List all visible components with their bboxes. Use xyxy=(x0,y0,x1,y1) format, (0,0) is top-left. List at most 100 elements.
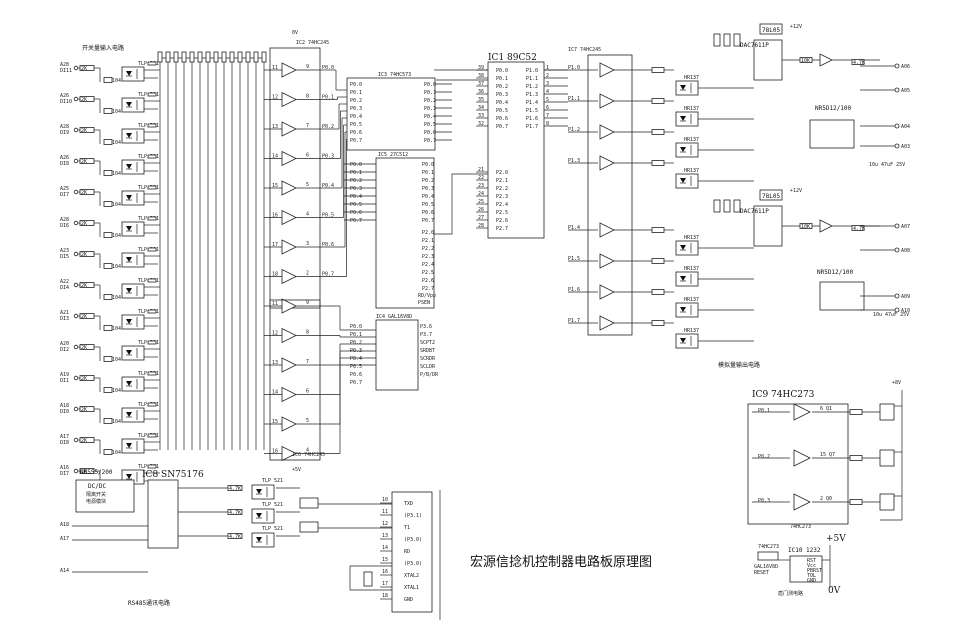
optocoupler xyxy=(121,438,145,454)
relay-driver xyxy=(879,403,895,421)
pack-resistor xyxy=(181,51,187,63)
ic1-pin-label: P1.6 xyxy=(526,116,538,122)
buffer-pin: 7 xyxy=(306,123,309,129)
ic5-psen: PSEN xyxy=(418,300,430,306)
ic1-pin-number: 34 xyxy=(478,105,484,111)
cap-value: 104 xyxy=(112,264,121,270)
opto-output-label: HR137 xyxy=(684,266,699,272)
ic10-left-label: RESET xyxy=(754,570,769,576)
buffer-pin: 12 xyxy=(272,95,278,101)
pullup-resistor xyxy=(723,199,731,213)
input-terminal-label: DI8 xyxy=(60,161,69,167)
resistor-value: 2K xyxy=(81,252,87,258)
buffer-output-label: P0.1 xyxy=(322,95,334,101)
ic1-pin-label: P1.3 xyxy=(526,92,538,98)
reg-top-label: 78L05 xyxy=(762,27,780,34)
ic1-pin-number: 24 xyxy=(478,191,484,197)
pullup-resistor xyxy=(147,92,157,97)
ic3-pin-label: P0.7 xyxy=(424,138,436,144)
mcu-serial-pin-number: 16 xyxy=(382,569,388,575)
resistor-value: 2K xyxy=(81,314,87,320)
resistor xyxy=(103,449,113,455)
mcu-serial-pin-number: 18 xyxy=(382,593,388,599)
ic1-pin-number: 26 xyxy=(478,207,484,213)
resistor xyxy=(103,418,113,424)
input-terminal-label: DI7 xyxy=(60,471,69,477)
input-terminal-label: DI5 xyxy=(60,254,69,260)
cap-value: 104 xyxy=(112,202,121,208)
mcu-serial-pin-label: (P3.0) xyxy=(404,561,422,567)
pack-resistor xyxy=(189,51,195,63)
opto-diode xyxy=(126,71,132,76)
ic5-pin-label: P0.2 xyxy=(422,178,434,184)
reg-bottom-label: 78L05 xyxy=(762,193,780,200)
ic1-pin-number: 4 xyxy=(546,89,549,95)
pullup-resistor xyxy=(147,371,157,376)
ic1-pin-label: P0.1 xyxy=(496,76,508,82)
mcu-serial-pin-label: (P3.1) xyxy=(404,513,422,519)
output-terminal xyxy=(894,307,900,313)
resistor-value: 2K xyxy=(81,128,87,134)
ic1-pin-number: 38 xyxy=(478,73,484,79)
input-terminal xyxy=(73,375,79,381)
zero-v-ic10: 0V xyxy=(828,586,841,596)
resistor-value: 2K xyxy=(81,469,87,475)
input-terminal xyxy=(73,189,79,195)
resistor xyxy=(103,325,113,331)
ic4-pin-label: SCPT2 xyxy=(420,340,435,346)
relay-driver xyxy=(879,493,895,511)
rs485-section: NR555/200 DC/DC 隔离开关 电源模块 IC8 SN75176 xyxy=(75,469,433,613)
output-terminal-label: A10 xyxy=(901,308,910,314)
buffer-pin: 2 xyxy=(306,271,309,277)
cap-value: 104 xyxy=(112,78,121,84)
input-terminal xyxy=(73,251,79,257)
pullup-resistor xyxy=(147,216,157,221)
pullup-resistor xyxy=(713,33,721,47)
buffer-pin: 13 xyxy=(272,124,278,130)
resistor xyxy=(849,499,863,505)
buffer-triangle xyxy=(281,298,297,314)
opto-diode xyxy=(126,381,132,386)
ic1-pin-number: 37 xyxy=(478,81,484,87)
pack-resistor xyxy=(221,51,227,63)
ic10-pin-label: RST xyxy=(807,558,816,564)
input-terminal-label: A18 xyxy=(60,403,69,409)
resistor-pack xyxy=(157,51,267,63)
opto-output-label: HR137 xyxy=(684,137,699,143)
ic1-mcu: IC1 89C52 xyxy=(487,53,545,239)
optocoupler xyxy=(675,240,699,256)
transistor xyxy=(299,521,319,533)
opto-diode xyxy=(126,195,132,200)
output-terminal-label: A05 xyxy=(901,88,910,94)
mcu-serial-pin-number: 17 xyxy=(382,581,388,587)
input-terminal-label: DI2 xyxy=(60,347,69,353)
ic1-pin-label: P0.7 xyxy=(496,124,508,130)
dcdc-label: DC/DC xyxy=(88,483,106,490)
dac-top-section: DAC7611P 78L05 +12V NR5D12/100 xyxy=(740,23,855,149)
mcu-serial-pin-label: T1 xyxy=(404,525,410,531)
ic5-rd: RD/Vpp xyxy=(418,293,436,299)
pullup-resistor xyxy=(147,309,157,314)
opto-diode xyxy=(680,116,686,121)
input-terminal-label: A28 xyxy=(60,124,69,130)
ic5-pin-label: P2.0 xyxy=(422,230,434,236)
resistor-value: 4.7K xyxy=(853,60,865,66)
ic1-label: IC1 89C52 xyxy=(488,53,537,63)
cap-value: 104 xyxy=(112,233,121,239)
opto-output-label: HR137 xyxy=(684,75,699,81)
resistor xyxy=(651,227,665,233)
ic1-pin-number: 28 xyxy=(478,223,484,229)
ic1-pin-number: 33 xyxy=(478,113,484,119)
opto-output-array: HR137HR137HR137HR137HR137HR137HR137HR137… xyxy=(675,33,880,349)
buffer-triangle xyxy=(599,62,615,78)
ic5-pin-label: P2.5 xyxy=(422,270,434,276)
p1-label: P1.5 xyxy=(568,256,580,262)
ic1-pin-number: 2 xyxy=(546,73,549,79)
switch-input-label: 开关量输入电路 xyxy=(82,44,124,52)
ic1-pin-label: P2.0 xyxy=(496,170,508,176)
buffer-pin: 5 xyxy=(306,418,309,424)
ic1-pin-label: P1.1 xyxy=(526,76,538,82)
ic5-pin-label: P0.4 xyxy=(422,194,434,200)
